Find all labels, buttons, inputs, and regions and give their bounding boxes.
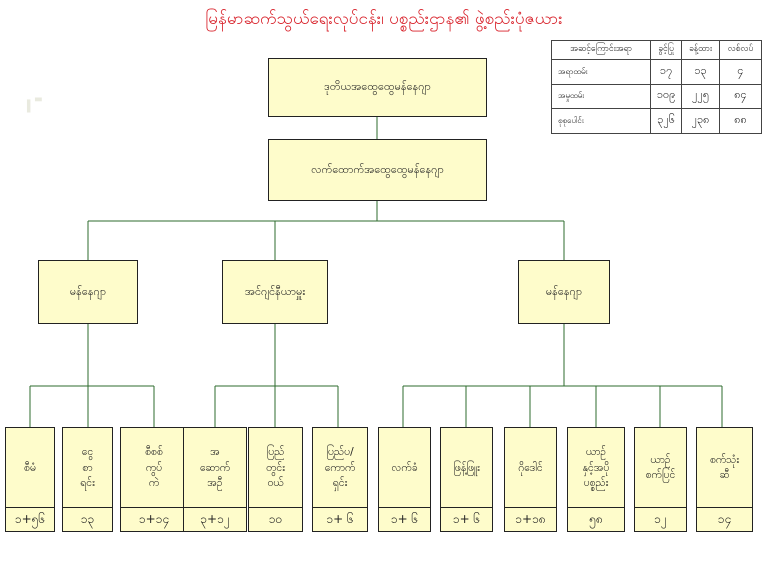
org-leaf-name: ငွေ စာ ရင်း [80, 446, 95, 489]
org-leaf-box: ယာဉ် စက်ပြင် ၁၂ [634, 427, 687, 532]
table-header-cell: ခွင့်ပြု [650, 40, 683, 60]
table-cell: ၈၈ [719, 108, 762, 134]
org-leaf-count: ၁+၁၄ [121, 507, 187, 531]
org-leaf-box: ငွေ စာ ရင်း ၁၃ [62, 427, 113, 532]
org-box-label: ဒုတိယအထွေထွေမန်နေဂျာ [324, 80, 431, 94]
org-leaf-box: စီစစ် ကွပ် ကဲ ၁+၁၄ [120, 427, 188, 532]
org-leaf-name: အ ဆောက် အဦ [199, 446, 231, 489]
org-leaf-box: ယာဉ် နှင့်အပို ပစ္စည်း ၅၈ [567, 427, 625, 532]
org-box-assistant-general-manager: လက်ထောက်အထွေထွေမန်နေဂျာ [268, 139, 487, 201]
org-leaf-box: ပြည် တွင်း ဝယ် ၁၀ [248, 427, 303, 532]
org-leaf-count: ၁၂ [635, 507, 686, 531]
table-row: အမှုထမ်း ၁၀၉ ၂၂၅ ၈၄ [550, 83, 762, 110]
table-cell: ၂၃၈ [681, 108, 721, 134]
table-cell: ၁၃ [681, 58, 721, 85]
org-leaf-name: ပြည် တွင်း ဝယ် [266, 446, 285, 489]
org-leaf-name: ပြည်ပ/ ကောက် ရှင်း [324, 446, 356, 489]
org-box-engineer: အင်ဂျင်နီယာမှူး [222, 260, 328, 324]
org-leaf-box: ဂိုဒေါင် ၁+၁၈ [504, 427, 557, 532]
faded-watermark-mark: ╻╸ [22, 88, 49, 113]
org-leaf-name: ယာဉ် နှင့်အပို ပစ္စည်း [582, 446, 610, 489]
org-box-label: မန်နေဂျာ [545, 284, 583, 298]
table-row-label: စုစုပေါင်း [550, 108, 652, 134]
org-leaf-name: စက်သုံး ဆီ [710, 453, 739, 482]
table-cell: ၄ [719, 58, 762, 85]
table-row-label: အမှုထမ်း [550, 83, 652, 110]
org-leaf-name: စီစစ် ကွပ် ကဲ [145, 446, 163, 489]
org-leaf-count: ၁+ ၆ [313, 507, 367, 531]
table-row-label: အရာထမ်း [550, 58, 652, 85]
org-leaf-count: ၁+ ၆ [441, 507, 492, 531]
org-leaf-count: ၁၄ [697, 507, 752, 531]
org-leaf-count: ၃+၁၂ [184, 507, 246, 531]
org-leaf-count: ၁+၁၈ [505, 507, 556, 531]
table-cell: ၂၂၅ [681, 83, 721, 110]
org-leaf-count: ၁+ ၆ [379, 507, 430, 531]
org-leaf-box: အ ဆောက် အဦ ၃+၁၂ [183, 427, 247, 532]
org-box-label: လက်ထောက်အထွေထွေမန်နေဂျာ [311, 162, 444, 176]
org-box-deputy-general-manager: ဒုတိယအထွေထွေမန်နေဂျာ [268, 58, 487, 117]
org-box-manager-right: မန်နေဂျာ [518, 260, 610, 324]
org-leaf-box: စက်သုံး ဆီ ၁၄ [696, 427, 753, 532]
table-header-cell: လစ်လပ် [719, 40, 762, 60]
org-leaf-count: ၁၃ [63, 507, 112, 531]
org-box-manager-left: မန်နေဂျာ [38, 260, 138, 324]
org-leaf-name: လက်ခံ [391, 461, 418, 474]
table-row: အရာထမ်း ၁၇ ၁၃ ၄ [550, 58, 762, 85]
org-leaf-count: ၁၀ [249, 507, 302, 531]
table-cell: ၁၇ [650, 58, 683, 85]
org-leaf-name: ဂိုဒေါင် [518, 461, 543, 474]
org-leaf-box: ဖြန့်ဖြူး ၁+ ၆ [440, 427, 493, 532]
org-leaf-name: စီမံ [24, 461, 36, 474]
org-leaf-count: ၅၈ [568, 507, 624, 531]
org-box-label: မန်နေဂျာ [69, 284, 107, 298]
table-header-cell: ခန့်ထား [681, 40, 721, 60]
table-cell: ၁၀၉ [650, 83, 683, 110]
org-leaf-name: ဖြန့်ဖြူး [453, 461, 480, 474]
chart-title: မြန်မာဆက်သွယ်ရေးလုပ်ငန်း၊ ပစ္စည်းဌာန၏ ဖွ… [205, 9, 563, 29]
org-leaf-box: ပြည်ပ/ ကောက် ရှင်း ၁+ ၆ [312, 427, 368, 532]
staff-stats-table: အဆင့်ကြောင်းအရာ ခွင့်ပြု ခန့်ထား လစ်လပ် … [550, 40, 762, 134]
org-box-label: အင်ဂျင်နီယာမှူး [244, 284, 306, 298]
table-cell: ၃၂၆ [650, 108, 683, 134]
table-row: စုစုပေါင်း ၃၂၆ ၂၃၈ ၈၈ [550, 108, 762, 134]
table-header-cell: အဆင့်ကြောင်းအရာ [550, 40, 652, 60]
org-leaf-count: ၁+၅၆ [6, 507, 54, 531]
org-leaf-box: စီမံ ၁+၅၆ [5, 427, 55, 532]
org-leaf-box: လက်ခံ ၁+ ၆ [378, 427, 431, 532]
table-cell: ၈၄ [719, 83, 762, 110]
table-header-row: အဆင့်ကြောင်းအရာ ခွင့်ပြု ခန့်ထား လစ်လပ် [550, 40, 762, 60]
org-leaf-name: ယာဉ် စက်ပြင် [645, 453, 676, 482]
